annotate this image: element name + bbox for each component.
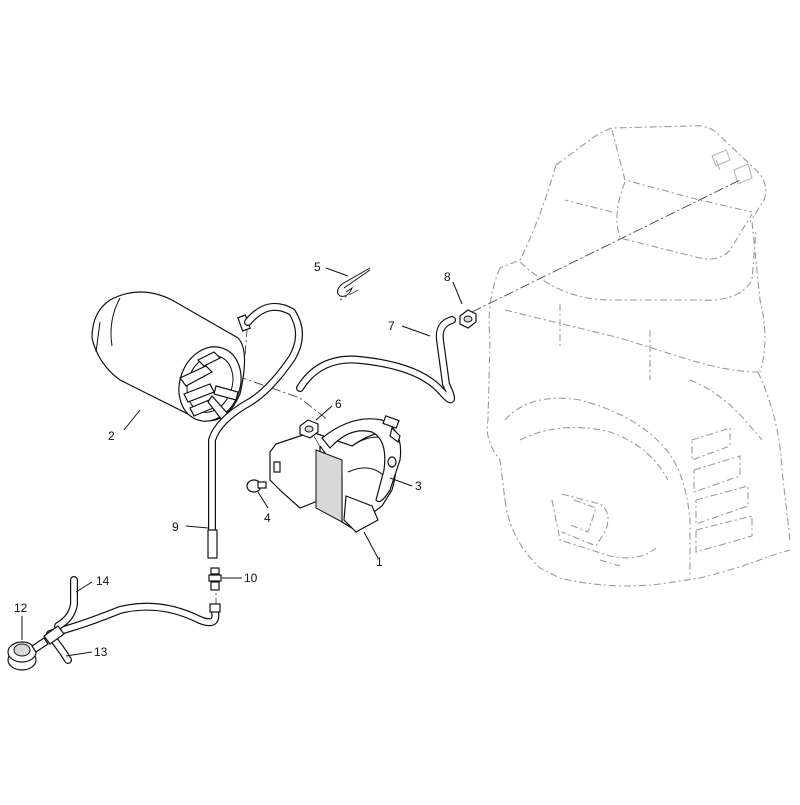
tank-fitting <box>459 309 477 329</box>
hoses <box>46 302 456 664</box>
callout-13: 13 <box>94 645 108 659</box>
callout-7: 7 <box>388 319 395 333</box>
hairpin-clip <box>336 267 371 297</box>
callout-5: 5 <box>314 260 321 274</box>
reference-lines <box>215 179 741 610</box>
rollover-valve <box>7 625 65 671</box>
callout-2: 2 <box>108 429 115 443</box>
callout-10: 10 <box>244 571 258 585</box>
leader-lines <box>21 267 463 657</box>
engine-phantom-outline <box>486 125 791 587</box>
callout-9: 9 <box>172 520 179 534</box>
hex-nut <box>299 419 319 439</box>
charcoal-canister <box>91 291 251 422</box>
callout-1: 1 <box>376 555 383 569</box>
callout-12: 12 <box>14 601 28 615</box>
clamp-band <box>321 415 402 503</box>
knob-fastener <box>246 479 267 493</box>
hose-connector <box>208 567 222 613</box>
callout-3: 3 <box>415 479 422 493</box>
callout-14: 14 <box>96 574 110 588</box>
canister-bracket <box>269 431 398 533</box>
callout-8: 8 <box>444 270 451 284</box>
callout-labels: 5 8 7 2 6 3 4 9 1 10 14 12 13 <box>14 260 451 659</box>
callout-4: 4 <box>264 511 271 525</box>
callout-6: 6 <box>335 397 342 411</box>
